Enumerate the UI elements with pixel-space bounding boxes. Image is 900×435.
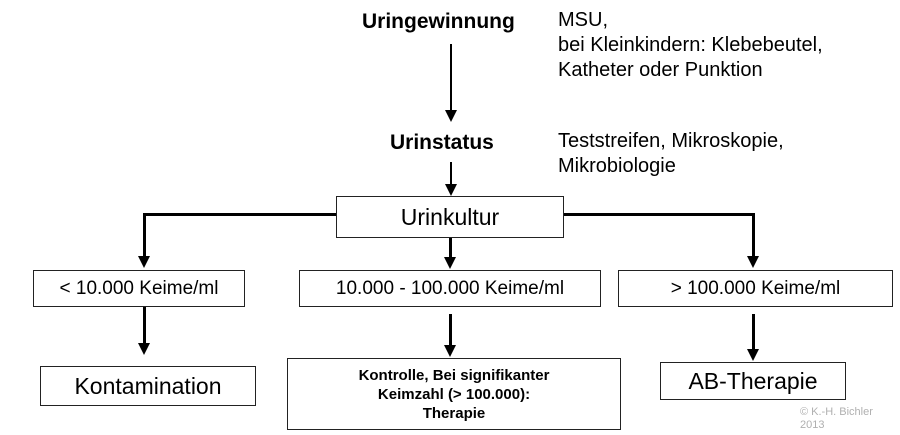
arrowhead-icon — [445, 110, 457, 122]
note-line: Katheter oder Punktion — [558, 59, 763, 81]
result-box-contamination: Kontamination — [40, 366, 256, 406]
connector-status-culture — [450, 162, 452, 186]
range-label: > 100.000 Keime/ml — [670, 277, 841, 299]
connector-high-result — [752, 314, 755, 350]
note-line: Mikrobiologie — [558, 155, 676, 177]
arrowhead-icon — [138, 343, 150, 355]
branch-right-horizontal — [564, 213, 754, 216]
copyright-line: 2013 — [800, 419, 825, 431]
step-title-collection: Uringewinnung — [362, 10, 515, 33]
step-title-status: Urinstatus — [390, 131, 494, 154]
copyright-notice: © K.-H. Bichler 2013 — [800, 406, 873, 432]
connector-collection-status — [450, 44, 452, 112]
result-box-control: Kontrolle, Bei signifikanter Keimzahl (>… — [287, 358, 621, 430]
connector-low-result — [143, 307, 146, 344]
range-label: < 10.000 Keime/ml — [59, 277, 219, 299]
arrowhead-icon — [444, 257, 456, 269]
branch-right-vertical — [752, 213, 755, 257]
range-box-high: > 100.000 Keime/ml — [618, 270, 893, 307]
result-line: Therapie — [422, 404, 486, 422]
copyright-line: © K.-H. Bichler — [800, 406, 873, 418]
connector-mid-result — [449, 314, 452, 346]
note-line: MSU, — [558, 9, 608, 31]
arrowhead-icon — [444, 345, 456, 357]
result-line: Kontrolle, Bei signifikanter — [358, 366, 550, 384]
note-line: bei Kleinkindern: Klebebeutel, — [558, 34, 823, 56]
result-line: Keimzahl (> 100.000): — [377, 385, 531, 403]
note-line: Teststreifen, Mikroskopie, — [558, 130, 784, 152]
result-label: Kontamination — [74, 372, 222, 399]
arrowhead-icon — [747, 256, 759, 268]
step-notes-collection: MSU, bei Kleinkindern: Klebebeutel, Kath… — [558, 8, 823, 83]
range-box-low: < 10.000 Keime/ml — [33, 270, 245, 307]
branch-left-horizontal — [144, 213, 336, 216]
result-label: AB-Therapie — [688, 367, 818, 394]
arrowhead-icon — [445, 184, 457, 196]
step-notes-status: Teststreifen, Mikroskopie, Mikrobiologie — [558, 129, 784, 179]
culture-label: Urinkultur — [400, 203, 500, 230]
arrowhead-icon — [747, 349, 759, 361]
culture-box: Urinkultur — [336, 196, 564, 238]
branch-left-vertical — [143, 213, 146, 257]
result-box-therapy: AB-Therapie — [660, 362, 846, 400]
arrowhead-icon — [138, 256, 150, 268]
range-label: 10.000 - 100.000 Keime/ml — [335, 277, 565, 299]
branch-middle-vertical — [449, 238, 452, 258]
range-box-mid: 10.000 - 100.000 Keime/ml — [299, 270, 601, 307]
